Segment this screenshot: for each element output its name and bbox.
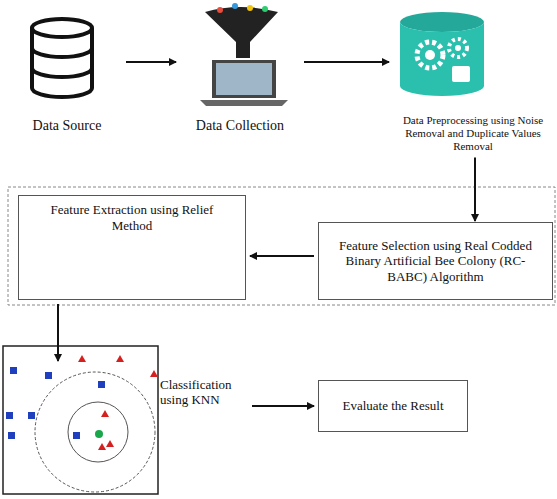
node-text: Data Preprocessing using Noise Removal a… bbox=[393, 114, 553, 154]
process-box: Feature Extraction using Relief Method bbox=[18, 195, 246, 300]
node-text: Data Source bbox=[33, 118, 102, 135]
node-text: Feature Selection using Real Codded Bina… bbox=[329, 238, 542, 285]
arrow-connector bbox=[57, 304, 59, 361]
data-collection-node: Data Collection bbox=[180, 104, 300, 135]
arrow-connector bbox=[252, 405, 314, 407]
process-box: Evaluate the Result bbox=[318, 380, 468, 432]
node-text: Data Collection bbox=[196, 118, 284, 135]
dashed-group bbox=[8, 187, 555, 305]
arrow-connector bbox=[126, 61, 176, 63]
data-source-node: Data Source bbox=[12, 104, 122, 135]
data-collection-icon bbox=[200, 3, 288, 106]
arrow-connector bbox=[304, 61, 389, 63]
node-text: Classification using KNN bbox=[160, 377, 248, 408]
arrow-connector bbox=[250, 255, 314, 257]
node-text: Feature Extraction using Relief Method bbox=[29, 202, 235, 233]
preprocessing-icon bbox=[400, 12, 484, 96]
classification-label-node: Classification using KNN bbox=[160, 362, 248, 408]
arrow-connector bbox=[474, 158, 476, 221]
knn-plot bbox=[3, 346, 158, 494]
preprocessing-node: Data Preprocessing using Noise Removal a… bbox=[393, 100, 553, 154]
process-box: Feature Selection using Real Codded Bina… bbox=[318, 222, 553, 300]
node-text: Evaluate the Result bbox=[342, 398, 443, 414]
database-icon bbox=[32, 19, 92, 97]
